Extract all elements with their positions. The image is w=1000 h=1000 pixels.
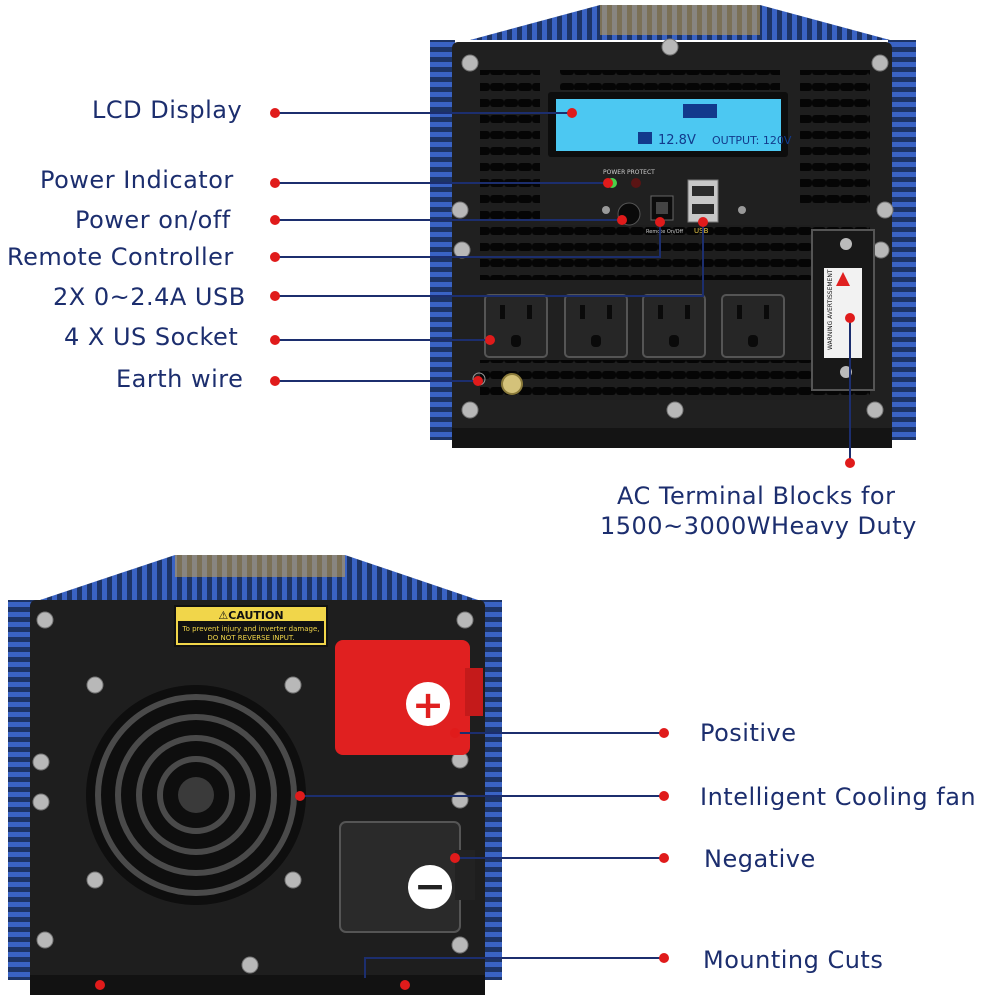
label-mounting-cuts: Mounting Cuts — [703, 946, 884, 974]
leader-lines — [275, 112, 851, 978]
label-positive: Positive — [700, 719, 797, 747]
label-usb: 2X 0~2.4A USB — [53, 283, 246, 311]
negative-symbol: − — [414, 864, 446, 908]
caution-title: ⚠CAUTION — [218, 609, 283, 622]
label-remote-controller: Remote Controller — [7, 243, 234, 271]
label-power-onoff: Power on/off — [75, 206, 231, 234]
callout-dots — [95, 108, 855, 990]
caution-line1: To prevent injury and inverter damage, — [181, 625, 319, 633]
power-led-label: POWER — [603, 169, 625, 176]
terminal-warning-text: WARNING AVERTISSEMENT — [827, 269, 834, 350]
label-power-indicator: Power Indicator — [40, 166, 234, 194]
front-unit — [430, 5, 916, 448]
protect-led-label: PROTECT — [627, 169, 655, 176]
label-lcd-display: LCD Display — [92, 96, 243, 124]
rear-unit — [8, 555, 502, 995]
lcd-output-text: OUTPUT: 120V — [712, 134, 792, 147]
lcd-voltage-text: 12.8V — [658, 133, 696, 148]
label-us-socket: 4 X US Socket — [64, 323, 239, 351]
label-ac-terminal-line1: AC Terminal Blocks for — [617, 482, 896, 510]
label-cooling-fan: Intelligent Cooling fan — [700, 783, 977, 811]
usb-port-label: USB — [694, 227, 709, 235]
label-negative: Negative — [704, 845, 816, 873]
label-earth-wire: Earth wire — [116, 365, 244, 393]
remote-port-label: Remote On/Off — [646, 229, 684, 235]
label-ac-terminal-line2: 1500~3000WHeavy Duty — [600, 512, 917, 540]
positive-symbol: + — [412, 683, 444, 727]
caution-line2: DO NOT REVERSE INPUT. — [207, 634, 294, 642]
